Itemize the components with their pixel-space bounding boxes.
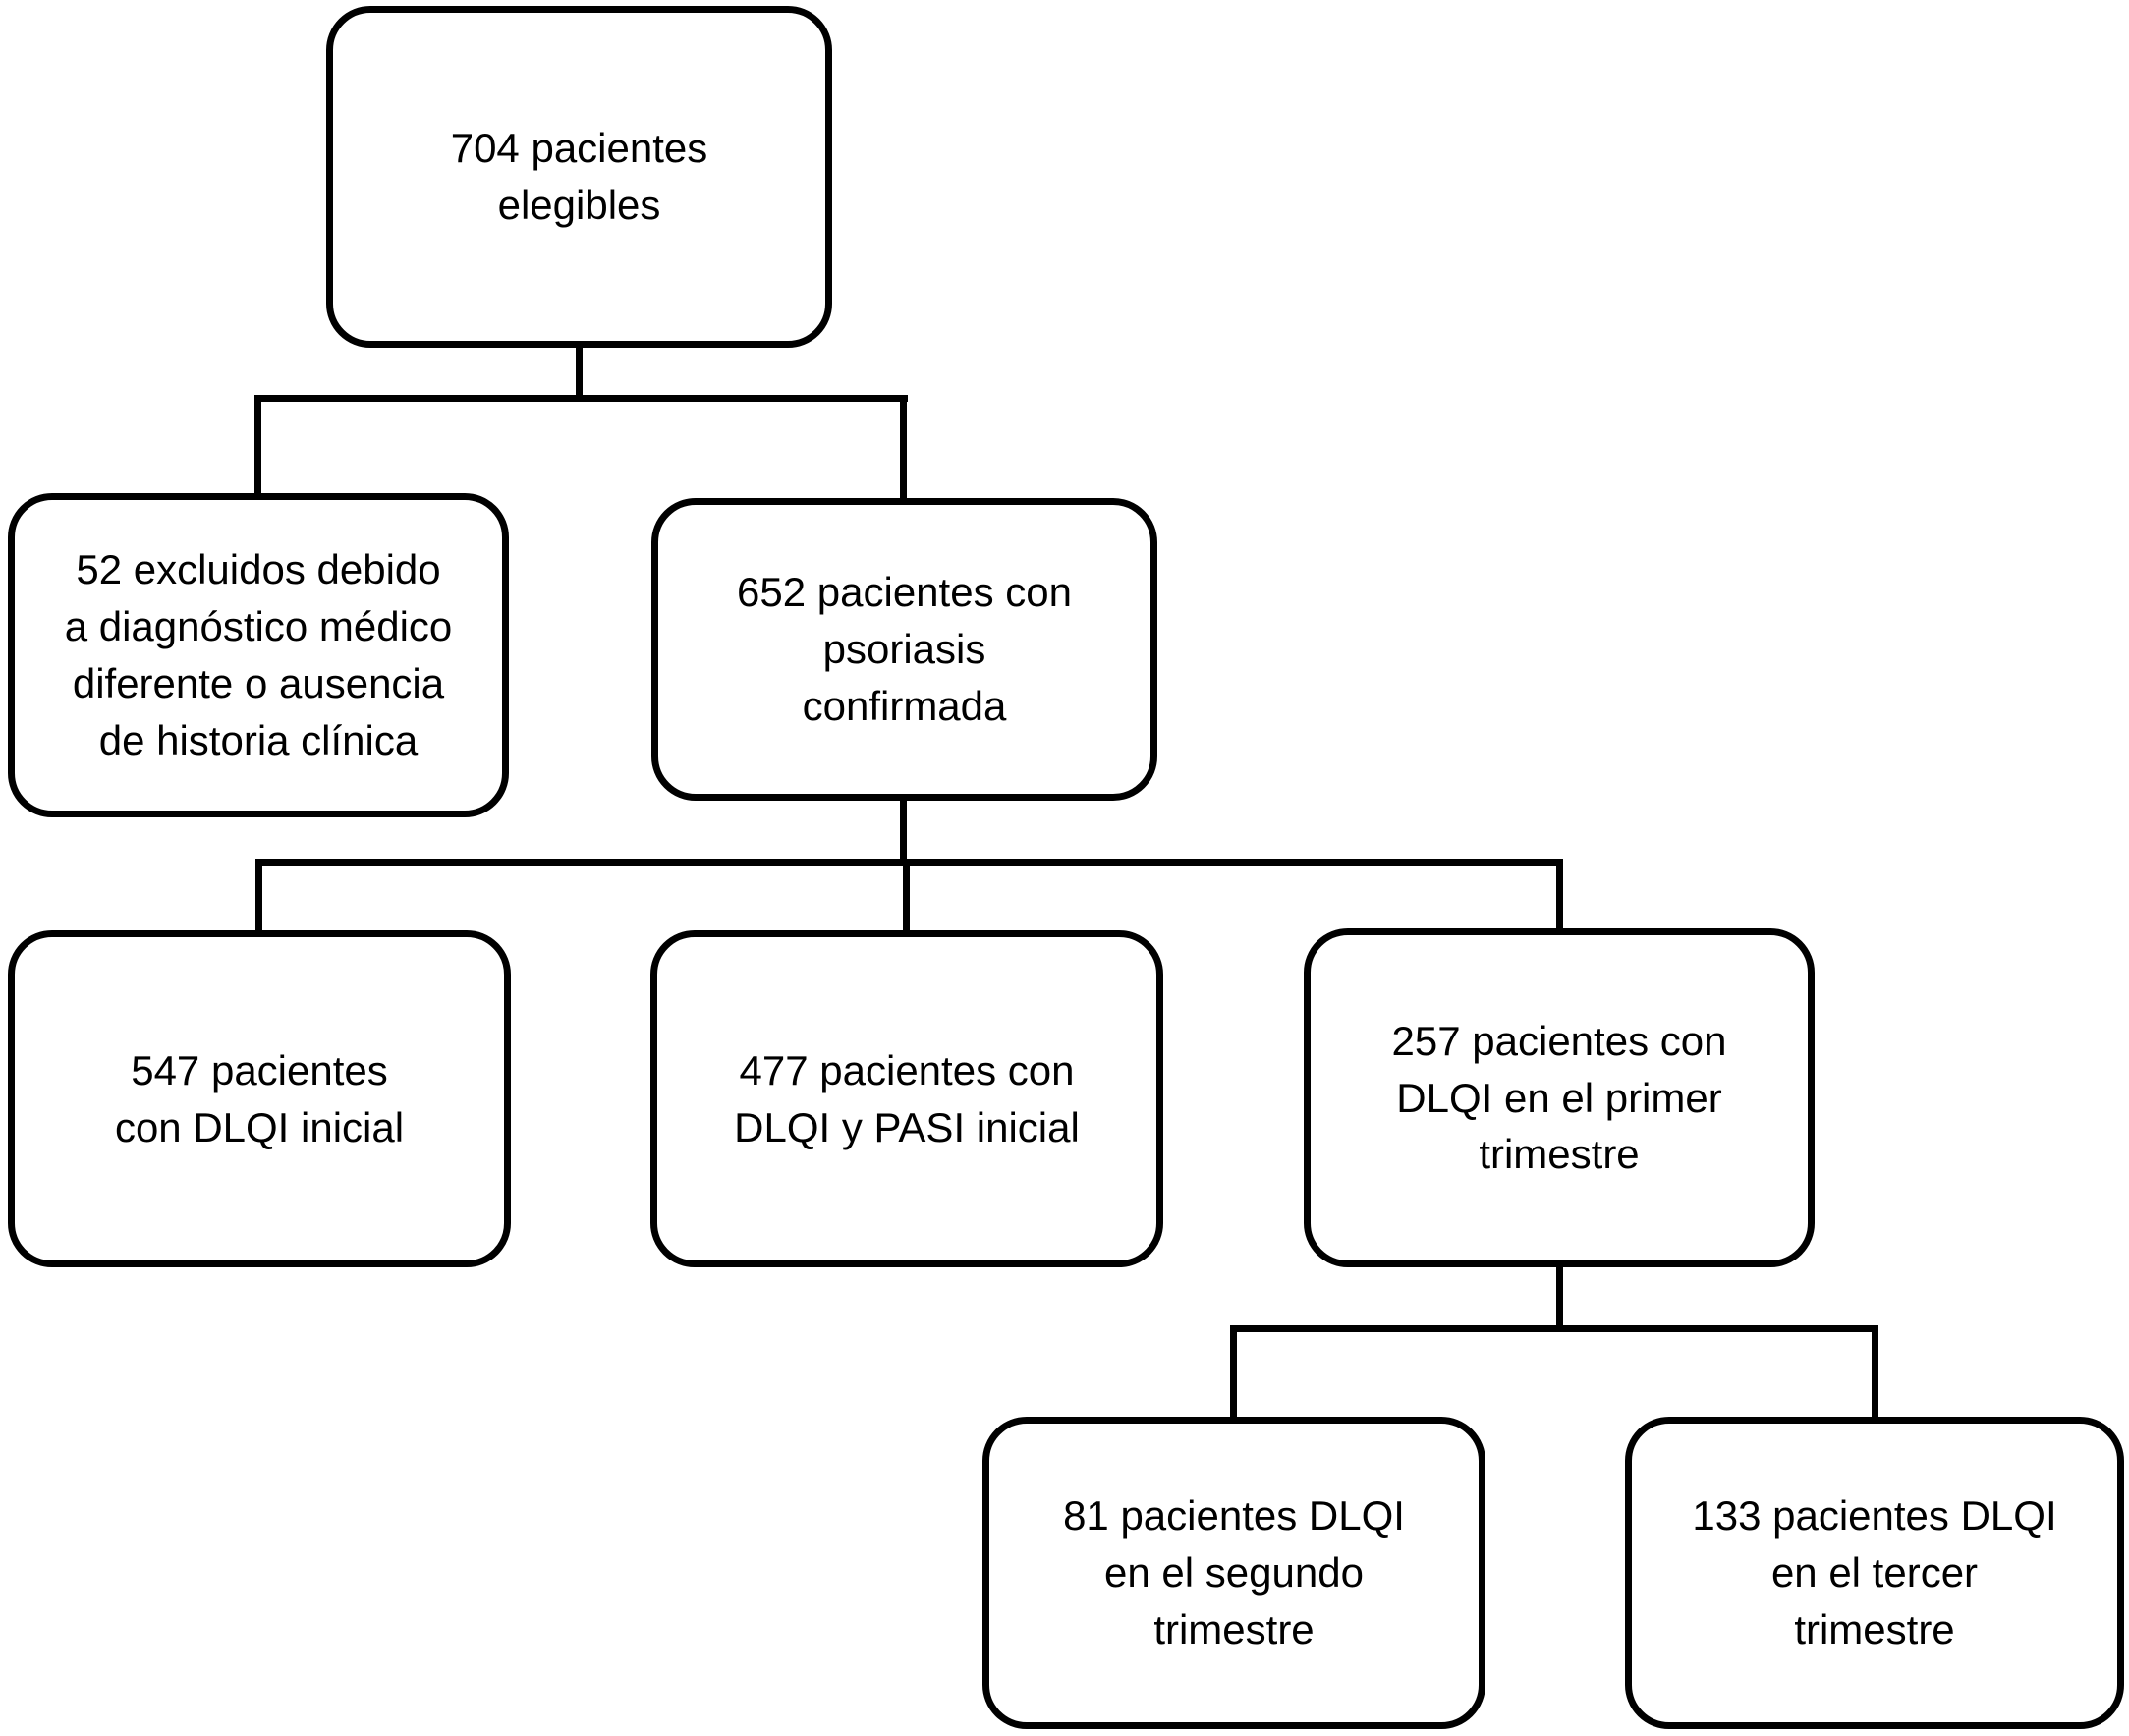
connector-drop-dlqi-pasi (903, 859, 910, 932)
node-dlqi-pasi-initial-label: 477 pacientes con DLQI y PASI inicial (734, 1046, 1080, 1150)
connector-drop-dlqi-initial (255, 859, 262, 932)
connector-eligible-split (254, 395, 908, 402)
connector-confirmed-down (900, 799, 907, 866)
connector-dlqi-q1-down (1556, 1265, 1563, 1332)
connector-drop-dlqi-q1 (1556, 859, 1563, 930)
connector-drop-dlqi-q3 (1872, 1325, 1878, 1417)
node-excluded: 52 excluidos debido a diagnóstico médico… (8, 493, 509, 817)
node-eligible: 704 pacientes elegibles (326, 6, 832, 348)
connector-eligible-down (576, 346, 583, 402)
node-dlqi-second-trimester: 81 pacientes DLQI en el segundo trimestr… (982, 1417, 1485, 1729)
node-psoriasis-confirmed-label: 652 pacientes con psoriasis confirmada (737, 569, 1072, 729)
node-dlqi-third-trimester: 133 pacientes DLQI en el tercer trimestr… (1625, 1417, 2124, 1729)
node-psoriasis-confirmed: 652 pacientes con psoriasis confirmada (651, 498, 1157, 801)
node-excluded-label: 52 excluidos debido a diagnóstico médico… (64, 546, 453, 763)
connector-drop-confirmed (900, 395, 907, 500)
node-dlqi-third-trimester-label: 133 pacientes DLQI en el tercer trimestr… (1692, 1492, 2057, 1652)
connector-dlqi-q1-split (1230, 1325, 1878, 1332)
node-dlqi-first-trimester-label: 257 pacientes con DLQI en el primer trim… (1391, 1017, 1727, 1178)
connector-drop-excluded (254, 395, 261, 493)
node-eligible-label: 704 pacientes elegibles (450, 125, 708, 228)
node-dlqi-first-trimester: 257 pacientes con DLQI en el primer trim… (1304, 928, 1815, 1267)
node-dlqi-initial: 547 pacientes con DLQI inicial (8, 930, 511, 1267)
connector-drop-dlqi-q2 (1230, 1325, 1237, 1417)
node-dlqi-initial-label: 547 pacientes con DLQI inicial (114, 1046, 405, 1150)
node-dlqi-second-trimester-label: 81 pacientes DLQI en el segundo trimestr… (1063, 1492, 1405, 1652)
node-dlqi-pasi-initial: 477 pacientes con DLQI y PASI inicial (650, 930, 1163, 1267)
